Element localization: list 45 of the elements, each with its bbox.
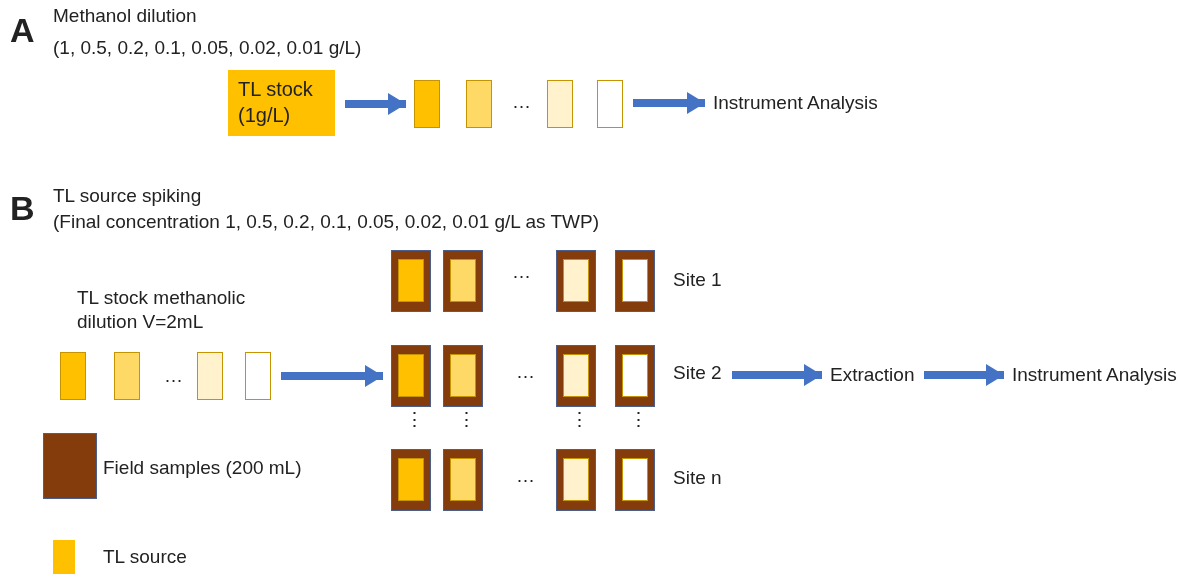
spiked-sample-bottle bbox=[615, 345, 655, 407]
vial bbox=[547, 80, 573, 128]
step-label: Instrument Analysis bbox=[1012, 363, 1177, 387]
ellipsis: ⋮ bbox=[629, 408, 648, 432]
note: (Final concentration 1, 0.5, 0.2, 0.1, 0.05, 0.02, 0.01 g/L as TWP) bbox=[53, 210, 600, 234]
panel-letter: A bbox=[10, 12, 35, 48]
step-label: Site 1 bbox=[673, 268, 722, 292]
vial bbox=[414, 80, 440, 128]
spiked-sample-bottle bbox=[615, 449, 655, 511]
legend-label: TL source bbox=[103, 545, 187, 569]
ellipsis: ⋮ bbox=[405, 408, 424, 432]
ellipsis: … bbox=[164, 364, 183, 388]
step-label: Site 2 bbox=[673, 361, 722, 385]
ellipsis: ⋮ bbox=[457, 408, 476, 432]
step-label: Extraction bbox=[830, 363, 915, 387]
ellipsis: … bbox=[516, 464, 535, 488]
spiked-sample-bottle bbox=[443, 449, 483, 511]
vial bbox=[114, 352, 140, 400]
spiked-sample-bottle bbox=[391, 345, 431, 407]
vial bbox=[60, 352, 86, 400]
ellipsis: ⋮ bbox=[570, 408, 589, 432]
vial bbox=[245, 352, 271, 400]
step-label: Site n bbox=[673, 466, 722, 490]
stock-box: TL stock (1g/L) bbox=[228, 70, 335, 136]
note: TL stock methanolic dilution V=2mL bbox=[77, 286, 247, 334]
spiked-sample-bottle bbox=[556, 449, 596, 511]
step-label: Instrument Analysis bbox=[713, 91, 878, 115]
vial bbox=[466, 80, 492, 128]
spiked-sample-bottle bbox=[391, 250, 431, 312]
spiked-sample-bottle bbox=[443, 250, 483, 312]
spiked-sample-bottle bbox=[556, 345, 596, 407]
heading: Methanol dilution bbox=[53, 4, 197, 28]
note: (1, 0.5, 0.2, 0.1, 0.05, 0.02, 0.01 g/L) bbox=[53, 36, 362, 60]
ellipsis: … bbox=[512, 260, 531, 284]
spiked-sample-bottle bbox=[556, 250, 596, 312]
spiked-sample-bottle bbox=[443, 345, 483, 407]
panel-letter: B bbox=[10, 190, 35, 226]
vial bbox=[597, 80, 623, 128]
spiked-sample-bottle bbox=[391, 449, 431, 511]
heading: TL source spiking bbox=[53, 184, 202, 208]
spiked-sample-bottle bbox=[615, 250, 655, 312]
ellipsis: … bbox=[516, 360, 535, 384]
legend-label: Field samples (200 mL) bbox=[103, 456, 302, 480]
ellipsis: … bbox=[512, 90, 531, 114]
vial bbox=[197, 352, 223, 400]
